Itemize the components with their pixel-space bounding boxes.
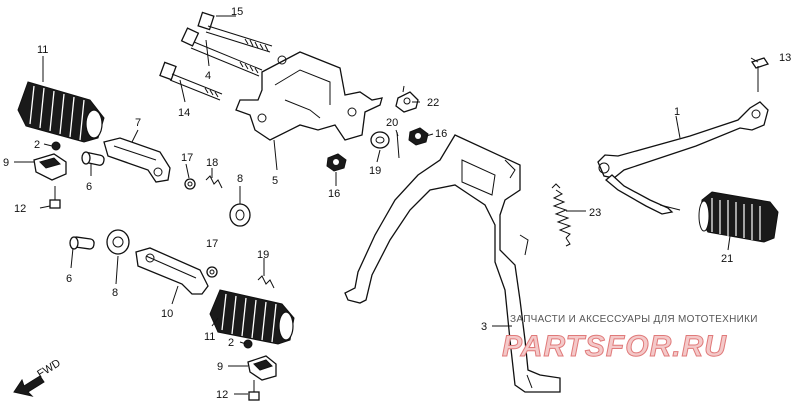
callout-7: 7 xyxy=(135,117,141,129)
bolt-short xyxy=(159,61,223,101)
callout-15: 15 xyxy=(231,6,243,18)
callout-13: 13 xyxy=(779,52,791,64)
clip-9-lower xyxy=(247,355,277,381)
footrest-arm-lower xyxy=(135,247,209,295)
callout-8-lower: 8 xyxy=(112,287,118,299)
callout-10: 10 xyxy=(161,308,173,320)
watermark: ЗАПЧАСТИ И АКСЕССУАРЫ ДЛЯ МОТОТЕХНИКИ PA… xyxy=(502,314,758,364)
spring-19-lower xyxy=(257,275,275,289)
callout-9-lower: 9 xyxy=(217,361,223,373)
callout-20: 20 xyxy=(386,117,398,129)
callout-18: 19 xyxy=(369,165,381,177)
clip-9-upper xyxy=(33,153,67,181)
callout-19-lower: 19 xyxy=(257,249,269,261)
washer-17-upper xyxy=(184,178,196,190)
callout-2-lower: 2 xyxy=(228,337,234,349)
callout-3: 3 xyxy=(481,321,487,333)
callout-16-right: 16 xyxy=(435,128,447,140)
pin-20 xyxy=(396,131,400,159)
pin-6-lower xyxy=(69,236,95,250)
washer-17-lower xyxy=(206,266,218,278)
callout-12-upper: 12 xyxy=(14,203,26,215)
stand-bracket xyxy=(235,51,383,141)
callout-4: 4 xyxy=(205,70,211,82)
forward-arrow-icon: FWD xyxy=(13,357,63,397)
bolt-12-upper xyxy=(49,186,61,209)
bolt-long-upper xyxy=(197,11,273,53)
nut-16-right xyxy=(408,127,429,146)
callouts: 11 2 9 6 12 7 15 4 14 5 22 20 16 16 19 2… xyxy=(3,6,791,401)
leader-lines xyxy=(14,15,759,395)
callout-11-upper: 11 xyxy=(37,44,48,56)
nut-16-lower xyxy=(326,153,347,172)
bolt-13 xyxy=(750,57,770,92)
spring-23 xyxy=(551,183,572,247)
callout-17-lower: 17 xyxy=(206,238,218,250)
callout-23: 23 xyxy=(589,207,601,219)
callout-5: 5 xyxy=(272,175,278,187)
callout-17-upper: 17 xyxy=(181,152,193,164)
watermark-brand: PARTSFOR.RU xyxy=(502,330,727,363)
pin-2-lower xyxy=(243,339,253,349)
bolt-long-middle xyxy=(180,27,263,77)
footrest-rubber-upper xyxy=(17,81,105,143)
washer-8-lower xyxy=(106,229,130,255)
callout-1: 1 xyxy=(674,106,680,118)
callout-12-lower: 12 xyxy=(216,389,228,401)
footrest-rubber-lower xyxy=(209,289,295,345)
washer-18 xyxy=(370,131,390,149)
forward-label: FWD xyxy=(35,357,63,380)
washer-8-upper xyxy=(229,203,251,227)
callout-11-lower: 11 xyxy=(204,331,215,343)
kick-lever xyxy=(597,101,769,215)
callout-6-upper: 6 xyxy=(86,181,92,193)
nut-22 xyxy=(395,85,419,113)
callout-9-upper: 9 xyxy=(3,157,9,169)
callout-22: 22 xyxy=(427,97,439,109)
callout-8-upper: 8 xyxy=(237,173,243,185)
main-stand xyxy=(344,134,561,393)
footrest-arm-upper xyxy=(103,137,171,183)
pin-6-upper xyxy=(81,151,105,166)
pin-2-upper xyxy=(51,141,61,151)
callout-16-lower: 16 xyxy=(328,188,340,200)
callout-6-lower: 6 xyxy=(66,273,72,285)
watermark-tagline: ЗАПЧАСТИ И АКСЕССУАРЫ ДЛЯ МОТОТЕХНИКИ xyxy=(510,314,758,325)
spring-19-upper xyxy=(205,175,223,189)
kick-rubber-21 xyxy=(698,191,779,243)
callout-19-upper: 18 xyxy=(206,157,218,169)
bolt-12-lower xyxy=(248,380,260,401)
callout-2-upper: 2 xyxy=(34,139,40,151)
callout-21: 21 xyxy=(721,253,733,265)
callout-14: 14 xyxy=(178,107,190,119)
